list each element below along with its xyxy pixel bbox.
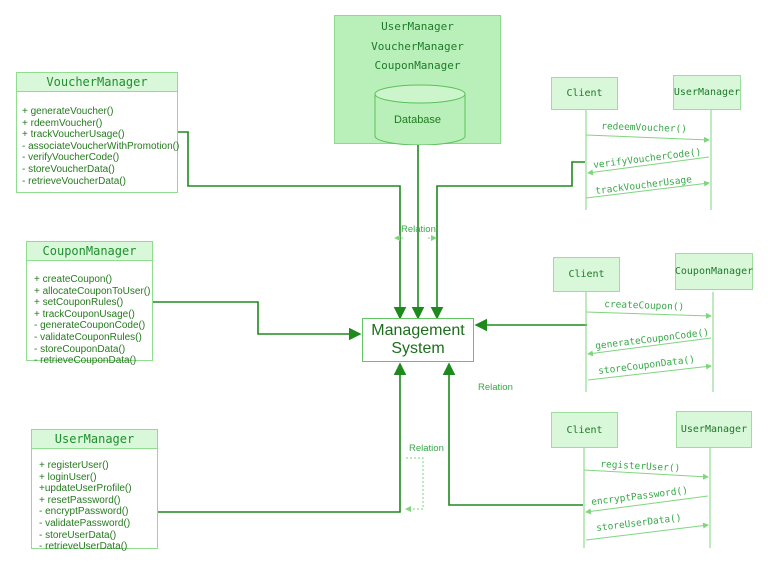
member-item: + createCoupon() [34,274,113,285]
voucher-manager-class: VoucherManager + generateVoucher() + rde… [16,72,180,193]
member-item: - generateCouponCode() [34,320,146,332]
member-item: - encryptPassword() [39,506,129,518]
member-item: - retrieveCouponData() [34,355,137,367]
relation-dashed-3 [405,457,424,512]
coupon-manager-title: CouponManager [27,242,152,261]
coupon-manager-class: CouponManager + createCoupon() + allocat… [26,241,153,366]
top-line-couponmanager: CouponManager [374,59,461,72]
member-item: + registerUser() [39,460,109,471]
member-item: - associateVoucherWithPromotion() [22,140,180,152]
member-item: +updateUserProfile() [39,483,132,495]
seq-voucher-usermanager: UserManager [673,75,741,110]
relation-label: Relation [401,224,436,235]
member-item: - validateCouponRules() [34,331,142,343]
member-item: + trackVoucherUsage() [22,129,125,141]
member-item: + setCouponRules() [34,297,124,309]
member-item: - validatePassword() [39,517,131,529]
seq-coupon-client: Client [553,257,620,292]
member-item: - storeVoucherData() [22,163,115,175]
member-item: + resetPassword() [39,494,121,506]
user-seq-connector [442,362,583,506]
member-item: - storeUserData() [39,529,117,541]
management-system-box: Management System [362,318,474,362]
member-item: - verifyVoucherCode() [22,152,120,164]
member-item: + trackCouponUsage() [34,308,135,320]
user-manager-title: UserManager [32,430,157,449]
member-item: + generateVoucher() [22,106,114,117]
top-managers-box: UserManager VoucherManager CouponManager… [334,15,501,145]
seq-voucher-client: Client [551,77,618,110]
voucher-manager-title: VoucherManager [17,73,177,92]
database-label: Database [393,114,442,126]
voucher-connector [178,131,407,320]
management-system-line2: System [391,340,445,357]
top-line-usermanager: UserManager [381,20,454,33]
member-item: - retrieveVoucherData() [22,175,126,187]
member-item: + rdeemVoucher() [22,117,103,129]
seq-coupon-couponmanager: CouponManager [675,253,753,290]
seq-user-usermanager: UserManager [676,411,752,448]
top-line-vouchermanager: VoucherManager [371,40,464,53]
database-icon [374,84,466,145]
coupon-connector [153,301,362,341]
member-item: - storeCouponData() [34,343,126,355]
member-item: + loginUser() [39,471,97,483]
seq-user-client: Client [551,412,618,448]
voucher-seq-connector [430,161,585,320]
user-connector [158,362,407,513]
user-manager-class: UserManager + registerUser() + loginUser… [31,429,158,552]
relation-label: Relation [409,443,444,454]
member-item: - retrieveUserData() [39,541,128,553]
management-system-line1: Management [371,322,465,339]
relation-label: Relation [478,382,513,393]
member-item: + allocateCouponToUser() [34,285,151,297]
